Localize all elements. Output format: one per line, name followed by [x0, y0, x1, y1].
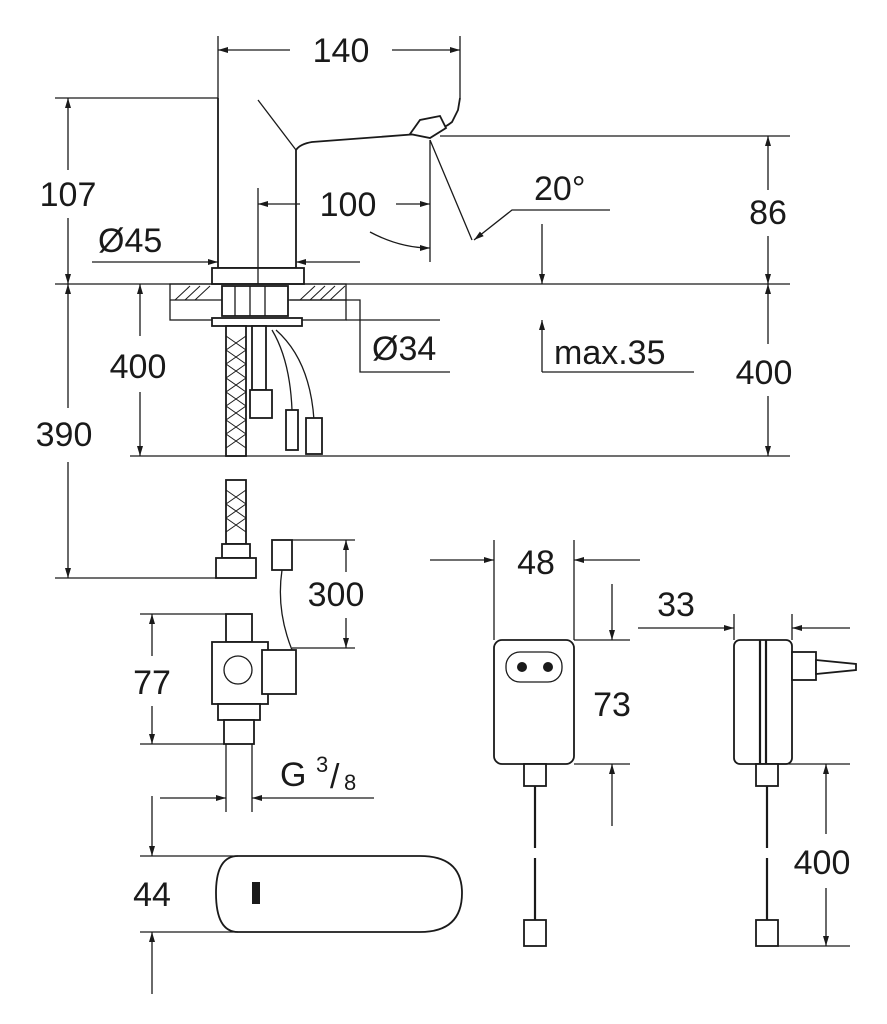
- dim-outlet-height: 86: [749, 194, 787, 232]
- dim-thread-slash: /: [330, 758, 340, 796]
- transformer-front: [493, 540, 630, 947]
- dim-spout-length: 140: [313, 32, 370, 70]
- dim-transformer-height: 73: [593, 686, 631, 724]
- dim-countertop-max: max.35: [554, 334, 666, 372]
- dim-valve-height: 77: [133, 664, 171, 702]
- dim-thread-denominator: 8: [344, 770, 356, 795]
- dim-spray-angle: 20°: [534, 170, 585, 208]
- dim-mounting-hole: Ø34: [372, 330, 436, 368]
- dim-thread-prefix: G: [280, 756, 306, 794]
- dim-base-diameter: Ø45: [98, 222, 162, 260]
- dim-thread-numerator: 3: [316, 752, 328, 777]
- transformer-side: [733, 614, 857, 947]
- dim-plate-width: 44: [133, 876, 171, 914]
- dim-faucet-height: 107: [40, 176, 97, 214]
- dim-spout-reach: 100: [320, 186, 377, 224]
- dim-transformer-width: 48: [517, 544, 555, 582]
- dim-sensor-cable: 300: [308, 576, 365, 614]
- dimension-labels: 140 107 100 Ø45 20° 86 Ø34 max.35 400 40…: [36, 32, 851, 914]
- solenoid-valve: [140, 613, 297, 812]
- dim-hose-total: 390: [36, 416, 93, 454]
- dim-transformer-depth: 33: [657, 586, 695, 624]
- dimension-lines: [55, 36, 850, 994]
- dim-cable-length-right: 400: [736, 354, 793, 392]
- cover-plate: [140, 855, 463, 933]
- dim-hose-length-left: 400: [110, 348, 167, 386]
- hose-lower: [55, 479, 257, 579]
- dim-transformer-cable: 400: [794, 844, 851, 882]
- mounting-assembly: [130, 285, 790, 457]
- countertop: [55, 283, 790, 321]
